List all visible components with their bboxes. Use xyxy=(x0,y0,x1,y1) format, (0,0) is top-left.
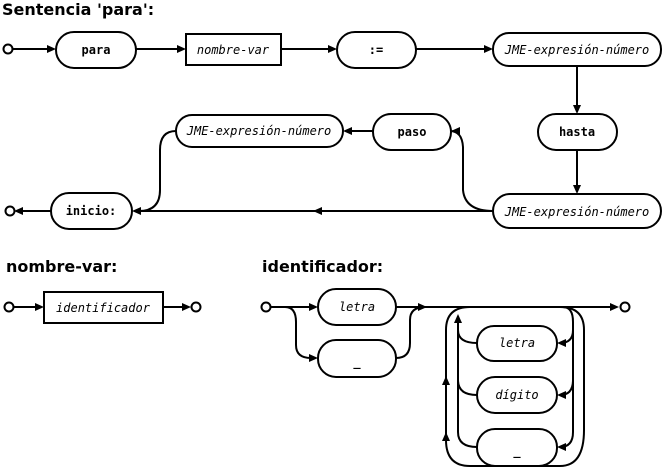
terminal-paso: paso xyxy=(372,113,452,151)
terminal-inicio: inicio: xyxy=(50,192,133,230)
svg-text:hasta: hasta xyxy=(559,125,595,139)
svg-text::=: := xyxy=(369,43,383,57)
title-sentencia-para: Sentencia 'para': xyxy=(2,0,154,19)
svg-text:JME-expresión-número: JME-expresión-número xyxy=(504,43,650,57)
svg-text:paso: paso xyxy=(398,125,427,139)
nonterminal-nombre-var: nombre-var xyxy=(185,33,282,66)
svg-text:inicio:: inicio: xyxy=(66,204,117,218)
expr-end: JME-expresión-número xyxy=(492,193,662,229)
start-endpoint xyxy=(2,43,14,55)
terminal-para: para xyxy=(55,31,137,69)
nombre-var-end-endpoint xyxy=(190,301,202,313)
identificador-end-endpoint xyxy=(619,301,631,313)
expr-start: JME-expresión-número xyxy=(492,32,662,67)
svg-text:JME-expresión-número: JME-expresión-número xyxy=(186,124,332,138)
svg-text:dígito: dígito xyxy=(495,388,538,402)
terminal-hasta: hasta xyxy=(537,113,618,151)
svg-text:JME-expresión-número: JME-expresión-número xyxy=(504,205,650,219)
svg-text:nombre-var: nombre-var xyxy=(197,43,270,57)
title-identificador: identificador: xyxy=(262,257,383,276)
nombre-var-start-endpoint xyxy=(3,301,15,313)
end-endpoint xyxy=(4,205,16,217)
nonterminal-digito-loop: dígito xyxy=(476,376,558,414)
expr-step: JME-expresión-número xyxy=(175,114,344,148)
svg-text:_: _ xyxy=(513,444,521,459)
title-nombre-var: nombre-var: xyxy=(6,257,117,276)
svg-text:identificador: identificador xyxy=(56,301,151,315)
nonterminal-letra-loop: letra xyxy=(476,325,558,362)
nonterminal-identificador: identificador xyxy=(43,291,164,324)
terminal-assign: := xyxy=(336,31,417,69)
svg-text:_: _ xyxy=(353,355,361,370)
svg-text:para: para xyxy=(82,43,111,57)
nombre-var-connectors xyxy=(14,303,191,311)
identificador-connectors xyxy=(271,303,619,467)
terminal-underscore-first: _ xyxy=(317,339,397,378)
nonterminal-letra-first: letra xyxy=(317,288,397,326)
terminal-underscore-loop: _ xyxy=(476,428,558,467)
svg-text:letra: letra xyxy=(339,300,375,314)
identificador-start-endpoint xyxy=(260,301,272,313)
svg-text:letra: letra xyxy=(499,336,535,350)
para-connectors xyxy=(13,45,581,215)
